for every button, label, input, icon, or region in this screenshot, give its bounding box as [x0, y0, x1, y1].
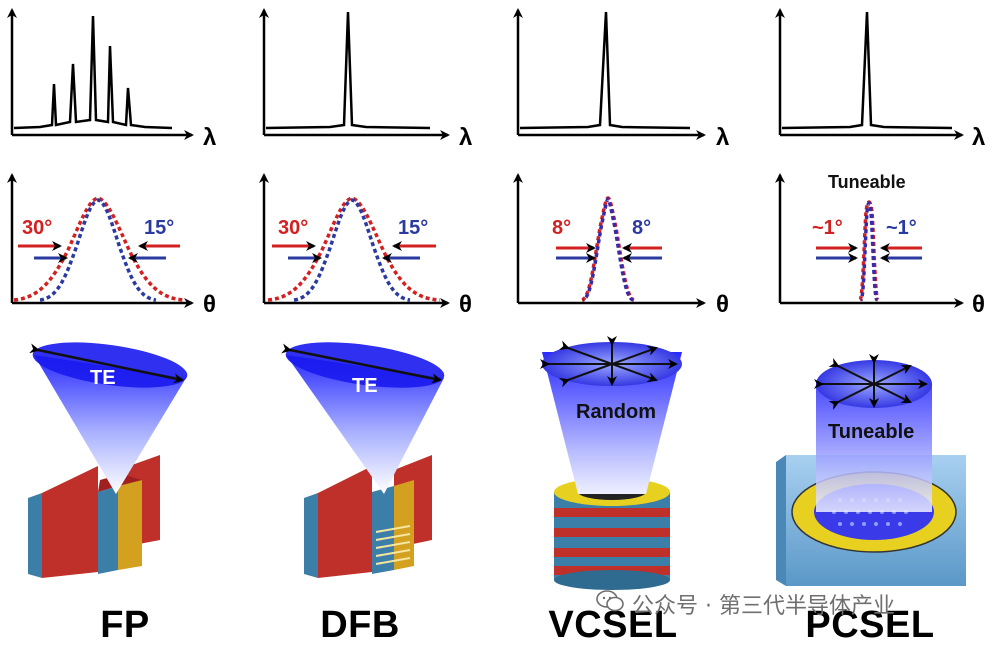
- fp-beam-cone: [34, 355, 186, 494]
- dfb-grating: [375, 525, 411, 565]
- dfb-spectrum-axis-label: λ: [459, 124, 472, 151]
- vcsel-dbr-mesa: [554, 492, 670, 590]
- vcsel-divergence-right: 8°: [632, 217, 651, 239]
- vcsel-beam-cone: [542, 352, 682, 494]
- column-dfb: λ 30° 15° θ: [259, 8, 472, 578]
- fp-active-ridge: [118, 480, 142, 570]
- dfb-beam-axis-label: θ: [459, 291, 472, 318]
- dfb-fast-axis-profile: [293, 198, 411, 302]
- fp-ridge-side: [98, 486, 118, 574]
- pcsel-beam-axis-label: θ: [972, 291, 985, 318]
- caption-dfb: DFB: [320, 604, 400, 646]
- fp-left-block: [42, 466, 98, 578]
- pcsel-beam-column: [816, 384, 932, 512]
- dfb-spectrum-plot: λ: [259, 8, 472, 151]
- column-pcsel: λ ~1° ~1° Tuneable θ: [775, 8, 985, 586]
- dfb-device-illustration: TE: [281, 342, 445, 578]
- vcsel-device-illustration: Random: [540, 336, 682, 590]
- vcsel-single-mode-spectrum: [519, 11, 691, 130]
- dfb-divergence-left: 30°: [278, 217, 308, 239]
- vcsel-divergence-left: 8°: [552, 217, 571, 239]
- pcsel-substrate-side: [776, 455, 786, 586]
- dfb-beam-profile-plot: 30° 15° θ: [259, 173, 472, 318]
- caption-pcsel: PCSEL: [805, 604, 935, 646]
- fp-beam-label: TE: [90, 367, 116, 389]
- pcsel-divergence-right: ~1°: [886, 217, 917, 239]
- dfb-polarization-arrow: [281, 343, 442, 384]
- pcsel-spectrum-axis-label: λ: [972, 124, 985, 151]
- fp-divergence-right: 15°: [144, 217, 174, 239]
- dfb-left-block-side: [304, 493, 318, 578]
- fp-device-illustration: TE: [28, 342, 188, 578]
- vcsel-beam-axis-label: θ: [716, 291, 729, 318]
- dfb-beam-label: TE: [352, 375, 378, 397]
- fp-multimode-spectrum: [13, 15, 173, 130]
- fp-fast-axis-profile: [39, 198, 157, 302]
- pcsel-beam-label: Tuneable: [828, 421, 914, 443]
- dfb-single-mode-spectrum: [265, 11, 431, 130]
- column-fp: λ 30° 15° θ TE: [6, 8, 216, 578]
- pcsel-divergence-left: ~1°: [812, 217, 843, 239]
- column-vcsel: λ 8° 8° θ: [513, 8, 729, 590]
- caption-fp: FP: [100, 604, 150, 646]
- pcsel-blue-profile: [859, 201, 879, 302]
- pcsel-beam-profile-plot: ~1° ~1° Tuneable θ: [775, 172, 985, 318]
- vcsel-spectrum-plot: λ: [513, 8, 729, 151]
- pcsel-spectrum-plot: λ: [775, 8, 985, 151]
- wechat-icon: [596, 590, 624, 612]
- dfb-beam-cone: [286, 355, 444, 494]
- fp-spectrum-plot: λ: [6, 8, 216, 151]
- dfb-left-block: [318, 466, 372, 578]
- dfb-active-ridge: [394, 480, 414, 570]
- fp-left-block-side: [28, 493, 42, 578]
- vcsel-random-polarization-arrows: [540, 336, 678, 388]
- vcsel-spectrum-axis-label: λ: [716, 124, 729, 151]
- fp-spectrum-axis-label: λ: [203, 124, 216, 151]
- pcsel-device-illustration: Tuneable: [776, 354, 966, 586]
- watermark-text: 公众号 · 第三代半导体产业: [632, 594, 895, 619]
- vcsel-beam-profile-plot: 8° 8° θ: [513, 173, 729, 318]
- fp-beam-axis-label: θ: [203, 291, 216, 318]
- pcsel-polarization-arrows: [814, 354, 928, 411]
- pcsel-single-mode-spectrum: [781, 11, 953, 130]
- vcsel-beam-label: Random: [576, 401, 656, 423]
- pcsel-tuneable-top-label: Tuneable: [828, 172, 906, 192]
- dfb-divergence-right: 15°: [398, 217, 428, 239]
- dfb-slow-axis-profile: [267, 196, 441, 302]
- fp-divergence-left: 30°: [22, 217, 52, 239]
- fp-polarization-arrow: [29, 343, 184, 384]
- fp-beam-profile-plot: 30° 15° θ: [6, 173, 216, 318]
- fp-slow-axis-profile: [13, 196, 186, 302]
